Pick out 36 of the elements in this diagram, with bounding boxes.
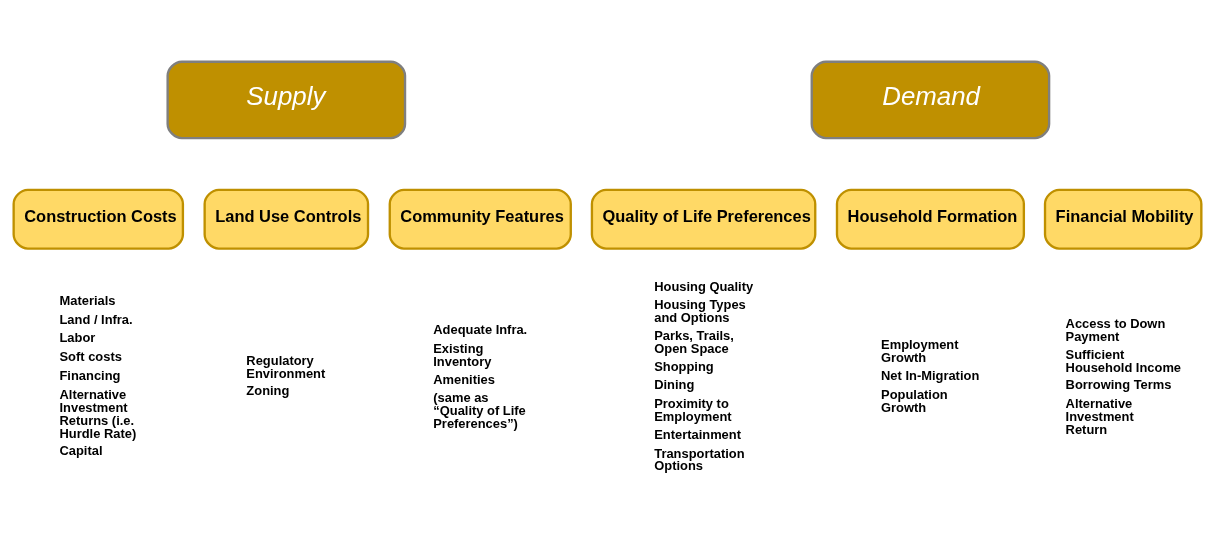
node-label: Amenities	[433, 371, 495, 387]
node-label: Housing Types and Options	[654, 297, 746, 326]
node-box: Financial Mobility	[1043, 188, 1203, 250]
node-box: Community Features	[388, 188, 572, 250]
node-label: Land / Infra.	[59, 311, 133, 327]
node-label: Net In-Migration	[881, 367, 980, 383]
node-label: Population Growth	[881, 386, 948, 415]
node-label: Alternative Investment Returns (i.e. Hurdle Rate)	[59, 386, 137, 441]
node-label: Entertainment	[654, 426, 741, 442]
node-label: Transportation Options	[654, 445, 745, 474]
node-label: Capital	[59, 443, 103, 459]
node-label: Housing Quality	[654, 278, 754, 294]
node-box: Land Use Controls	[203, 188, 370, 250]
node-label: (same as “Quality of Life Preferences”)	[433, 390, 526, 432]
node-label: Sufficient Household Income	[1065, 346, 1182, 375]
node-label: Soft costs	[59, 349, 122, 365]
node-label: Access to Down Payment	[1065, 316, 1166, 345]
node-label: Dining	[654, 377, 695, 393]
node-label: Materials	[59, 292, 116, 308]
node-label: Alternative Investment Return	[1065, 396, 1134, 438]
node-label: Borrowing Terms	[1065, 377, 1172, 393]
node-label: Adequate Infra.	[433, 322, 528, 338]
node-label: Regulatory Environment	[246, 352, 326, 381]
node-box: Quality of Life Preferences	[590, 188, 817, 250]
node-label: Shopping	[654, 358, 714, 374]
node-box: Construction Costs	[12, 188, 185, 250]
node-label: Labor	[59, 330, 96, 346]
node-label: Existing Inventory	[433, 340, 492, 369]
node-box: Household Formation	[835, 188, 1026, 250]
node-label: Proximity to Employment	[654, 396, 732, 425]
node-label: Zoning	[246, 383, 290, 399]
node-box: Supply	[166, 60, 407, 140]
node-box: Demand	[810, 60, 1051, 140]
node-label: Parks, Trails, Open Space	[654, 328, 734, 356]
node-label: Financing	[59, 367, 121, 383]
node-label: Employment Growth	[881, 337, 959, 366]
